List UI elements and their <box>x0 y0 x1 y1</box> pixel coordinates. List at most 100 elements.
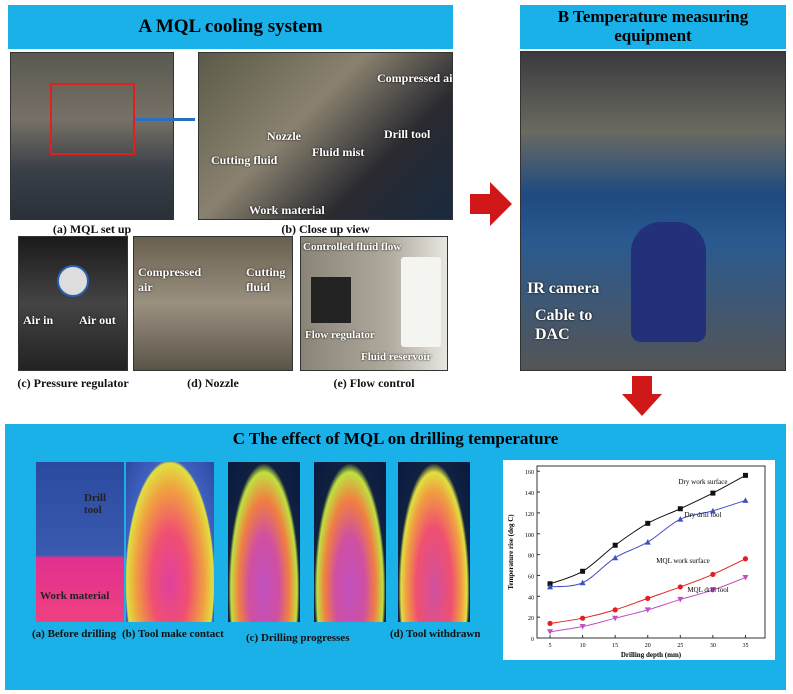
caption-c-d: (d) Tool withdrawn <box>390 628 481 640</box>
label-controlled-fluid-flow: Controlled fluid flow <box>303 241 402 253</box>
arrow-down-icon <box>622 376 662 416</box>
marker-circle <box>547 620 553 627</box>
marker-circle <box>742 556 749 562</box>
label-work-material: Work material <box>249 203 325 217</box>
marker-triangle <box>644 539 651 545</box>
gauge-icon <box>57 265 89 297</box>
y-tick-label: 100 <box>525 533 534 539</box>
photo-pressure-regulator: Air in Air out <box>18 236 128 371</box>
label-fluid-reservoir: Fluid reservoir <box>361 351 432 363</box>
thermal-tool-withdrawn <box>398 462 470 622</box>
marker-square <box>612 542 618 548</box>
caption-c-b: (b) Tool make contact <box>122 628 224 640</box>
label-work-material: Work material <box>40 590 110 602</box>
marker-triangle-down <box>612 615 619 622</box>
label-cutting-fluid: Cutting fluid <box>246 265 286 294</box>
caption-c: (c) Pressure regulator <box>17 376 129 390</box>
label-flow-regulator: Flow regulator <box>305 329 375 341</box>
marker-triangle-down <box>677 596 684 603</box>
marker-square <box>742 472 748 478</box>
x-axis-label: Drilling depth (mm) <box>621 651 682 659</box>
photo-close-up: Compressed air Nozzle Cutting fluid Flui… <box>198 52 453 220</box>
label-fluid-mist: Fluid mist <box>312 145 365 159</box>
photo-mql-setup <box>10 52 174 220</box>
marker-square <box>580 568 586 574</box>
y-axis-label: Temperature rise (deg C) <box>507 514 515 590</box>
series-label: MQL work surface <box>656 557 709 565</box>
label-drill-tool: Drill tool <box>84 492 106 517</box>
marker-circle <box>580 615 586 621</box>
series-label: Dry work surface <box>679 478 728 486</box>
x-tick-label: 25 <box>677 643 683 649</box>
marker-triangle-down <box>579 624 586 630</box>
marker-square <box>710 490 716 496</box>
y-tick-label: 160 <box>525 470 534 476</box>
x-tick-label: 15 <box>612 643 618 649</box>
label-compressed-air: Compressed air <box>377 71 453 85</box>
series-line-0 <box>549 474 746 585</box>
thermal-before-drilling: Drill tool Work material <box>36 462 124 622</box>
plot-frame <box>536 465 766 639</box>
marker-triangle-down <box>644 607 651 613</box>
marker-circle <box>612 607 618 613</box>
series-label: Dry drill tool <box>685 511 722 519</box>
temperature-chart: 0 20 40 60 80 100 120 140 160 5 10 15 20 25 30 35Drilli… <box>503 460 775 660</box>
label-air-out: Air out <box>79 313 116 327</box>
y-tick-label: 120 <box>525 512 534 518</box>
arrow-connector <box>135 118 195 121</box>
arrow-right-icon <box>470 182 512 226</box>
thermal-drilling-progresses-2 <box>314 462 386 622</box>
photo-nozzle: Compressed air Cutting fluid <box>133 236 293 371</box>
marker-square <box>547 581 553 587</box>
caption-c-c: (c) Drilling progresses <box>246 632 350 644</box>
photo-flow-control: Controlled fluid flow Flow regulator Flu… <box>300 236 448 371</box>
label-nozzle: Nozzle <box>267 129 301 143</box>
marker-square <box>677 506 683 512</box>
caption-c-a: (a) Before drilling <box>32 628 117 640</box>
caption-e: (e) Flow control <box>333 376 415 390</box>
label-cable-to-dac: Cable to DAC <box>535 307 593 344</box>
marker-circle <box>645 595 651 601</box>
label-ir-camera: IR camera <box>527 280 600 297</box>
marker-triangle-down <box>709 587 716 594</box>
series-label: MQL drill tool <box>687 586 728 594</box>
marker-circle <box>710 571 716 578</box>
y-tick-label: 140 <box>525 491 534 497</box>
thermal-tool-contact <box>126 462 214 622</box>
x-tick-label: 30 <box>710 643 716 649</box>
marker-square <box>645 520 651 526</box>
panel-a-title: A MQL cooling system <box>8 5 453 49</box>
y-tick-label: 40 <box>528 595 534 601</box>
panel-c-title: C The effect of MQL on drilling temperat… <box>232 429 559 448</box>
label-air-in: Air in <box>23 313 54 327</box>
x-tick-label: 35 <box>742 643 748 649</box>
caption-b: (b) Close up view <box>281 222 370 236</box>
y-tick-label: 60 <box>528 574 534 580</box>
marker-triangle <box>612 554 619 561</box>
y-tick-label: 20 <box>528 616 534 622</box>
thermal-drilling-progresses-1 <box>228 462 300 622</box>
flow-regulator-device <box>311 277 351 323</box>
x-tick-label: 10 <box>580 643 586 649</box>
y-tick-label: 0 <box>531 637 534 643</box>
x-tick-label: 20 <box>645 643 651 649</box>
marker-circle <box>677 584 683 590</box>
x-tick-label: 5 <box>549 643 552 649</box>
marker-triangle-down <box>547 629 554 635</box>
marker-triangle <box>547 583 554 590</box>
highlight-box <box>50 83 135 155</box>
y-tick-label: 80 <box>528 554 534 560</box>
marker-triangle-down <box>742 575 749 581</box>
panel-b-title: B Temperature measuring equipment <box>520 5 786 49</box>
caption-a: (a) MQL set up <box>52 222 132 236</box>
marker-triangle <box>579 579 586 586</box>
photo-ir-camera: IR camera Cable to DAC <box>520 51 786 371</box>
label-compressed-air: Compressed air <box>138 265 202 294</box>
fluid-reservoir-beaker <box>401 257 441 347</box>
ir-camera-body <box>631 222 706 342</box>
marker-triangle <box>709 507 716 514</box>
marker-triangle <box>677 516 684 522</box>
label-drill-tool: Drill tool <box>384 127 431 141</box>
marker-triangle <box>742 497 749 503</box>
caption-d: (d) Nozzle <box>187 376 239 390</box>
